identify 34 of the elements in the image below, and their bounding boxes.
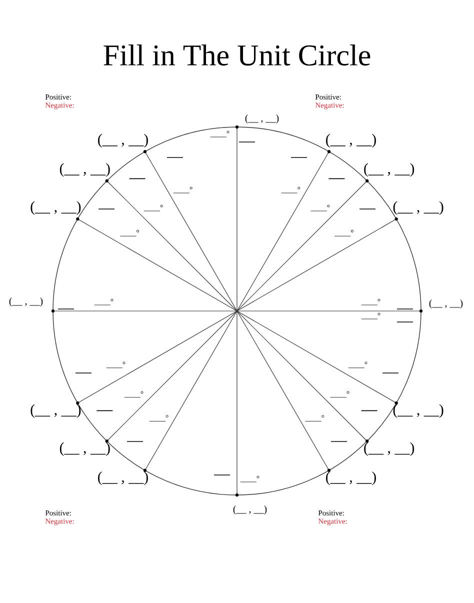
coordinate-blank: (__ , __) [429, 299, 463, 309]
degree-blank: ____° [330, 391, 350, 398]
coordinate-blank: (__ , __) [98, 472, 148, 486]
degree-blank: ____° [361, 298, 380, 306]
coordinate-blank: (__ , __) [30, 201, 81, 215]
coordinate-blank: (__ , __) [393, 201, 444, 215]
degree-blank: ____° [281, 186, 300, 194]
title: Fill in The Unit Circle [104, 44, 370, 66]
coordinate-blank: (__ , __) [233, 505, 267, 515]
coordinate-blank: (__ , __) [60, 442, 110, 456]
degree-blank: ____° [120, 230, 139, 236]
coordinate-blank: (__ , __) [364, 163, 414, 177]
degree-blank: ____° [361, 312, 380, 320]
coordinate-blank: (__ , __) [326, 134, 376, 148]
coordinate-blank: (__ , __) [364, 442, 414, 456]
degree-blank: ____° [348, 362, 368, 368]
coordinate-blank: (__ , __) [60, 163, 110, 177]
coordinate-blank: (__ , __) [245, 114, 279, 124]
coordinate-blank: (__ , __) [326, 472, 376, 486]
degree-blank: ____° [210, 130, 230, 138]
coordinate-blank: (__ , __) [9, 297, 43, 307]
coordinate-blank: (__ , __) [30, 404, 81, 418]
coordinate-blank: (__ , __) [393, 404, 444, 418]
degree-blank: ____° [106, 362, 126, 368]
degree-blank: ____° [310, 204, 330, 212]
degree-blank: ____° [94, 298, 114, 306]
degree-blank: ____° [144, 204, 163, 212]
coordinate-blank: (__ , __) [98, 134, 148, 148]
degree-blank: ____° [334, 230, 354, 236]
degree-blank: ____° [173, 186, 192, 194]
degree-blank: ____° [240, 476, 260, 482]
degree-blank: ____° [124, 391, 144, 398]
degree-blank: ____° [149, 415, 168, 422]
degree-blank: ____° [305, 415, 324, 422]
